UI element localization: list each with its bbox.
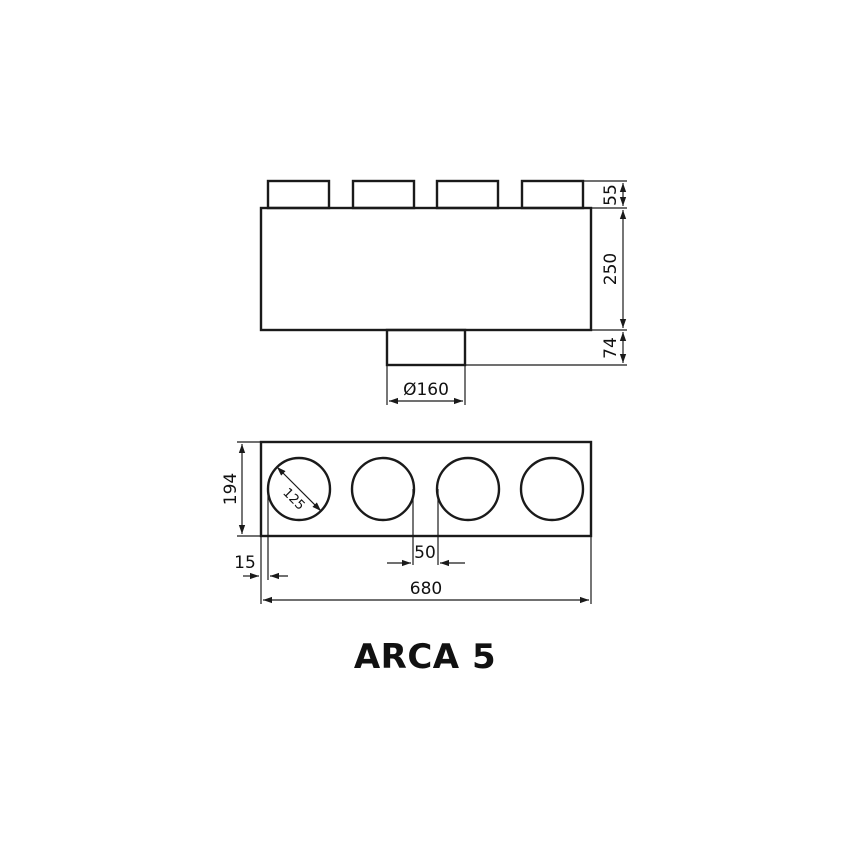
top-port-4 [519, 456, 585, 522]
dim-label-stub-height: 55 [601, 184, 621, 206]
side-stub-4 [520, 179, 585, 210]
dim-label-outlet-diameter: Ø160 [403, 380, 449, 400]
dim-line-port-diameter [276, 466, 322, 512]
side-stub-3 [435, 179, 500, 210]
dim-label-outlet-height: 74 [601, 337, 621, 359]
dim-label-total-width: 680 [410, 579, 442, 599]
product-title: ARCA 5 [353, 637, 497, 677]
dim-label-port-spacing: 50 [414, 543, 436, 563]
dim-label-edge-offset: 15 [234, 553, 256, 573]
top-port-3 [435, 456, 501, 522]
top-port-2 [350, 456, 416, 522]
dim-label-depth: 194 [221, 473, 241, 505]
top-view: 125 194 15 50 680 [221, 440, 593, 604]
side-outlet [385, 328, 467, 367]
side-stub-1 [266, 179, 331, 210]
top-body [259, 440, 593, 538]
side-stub-2 [351, 179, 416, 210]
side-view: 55 250 74 Ø160 [259, 179, 627, 405]
dim-label-port-diameter: 125 [279, 485, 307, 513]
dim-label-body-height: 250 [601, 253, 621, 285]
side-body [259, 206, 593, 332]
